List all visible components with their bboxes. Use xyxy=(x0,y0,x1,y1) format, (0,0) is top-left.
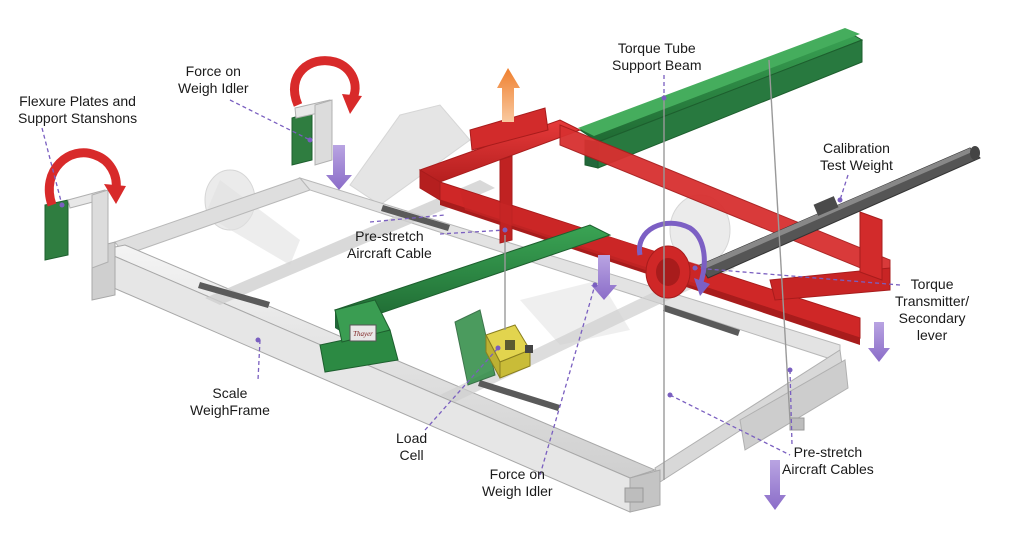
load-cell xyxy=(485,324,533,379)
upward-force-arrow xyxy=(497,68,520,122)
rotation-arrow-top xyxy=(289,56,362,114)
support-stanchion-top xyxy=(291,99,333,166)
support-stanchion-left xyxy=(44,189,109,269)
force-arrow-right xyxy=(868,322,890,362)
lower-support-beam xyxy=(319,224,612,386)
downward-force-arrows xyxy=(326,145,890,510)
leader-dots xyxy=(59,95,843,398)
label-flexure-plates: Flexure Plates and Support Stanshons xyxy=(18,93,138,126)
force-arrow-top xyxy=(326,145,352,190)
torque-hub xyxy=(637,220,710,299)
label-torque-transmitter: Torque Transmitter/ Secondary lever xyxy=(895,276,970,343)
label-force-idler-top: Force on Weigh Idler xyxy=(178,63,249,96)
force-arrow-middle xyxy=(591,255,617,300)
force-arrow-bottom xyxy=(764,460,786,510)
label-scale-weighframe: Scale WeighFrame xyxy=(190,385,270,418)
rotation-arrow-left xyxy=(44,148,126,207)
label-calibration-weight: Calibration Test Weight xyxy=(820,140,893,173)
leader-lines xyxy=(41,75,901,476)
label-load-cell: Load Cell xyxy=(396,430,428,463)
calibration-test-weight xyxy=(699,146,981,279)
aircraft-cables xyxy=(504,59,791,480)
label-force-idler-bottom: Force on Weigh Idler xyxy=(482,466,553,499)
label-prestretch-cable: Pre-stretch Aircraft Cable xyxy=(347,228,432,261)
logo-plate: Thayer xyxy=(349,324,377,342)
label-prestretch-cables: Pre-stretch Aircraft Cables xyxy=(782,444,874,477)
label-torque-tube-beam: Torque Tube Support Beam xyxy=(612,40,702,73)
logo-text: Thayer xyxy=(353,330,373,338)
